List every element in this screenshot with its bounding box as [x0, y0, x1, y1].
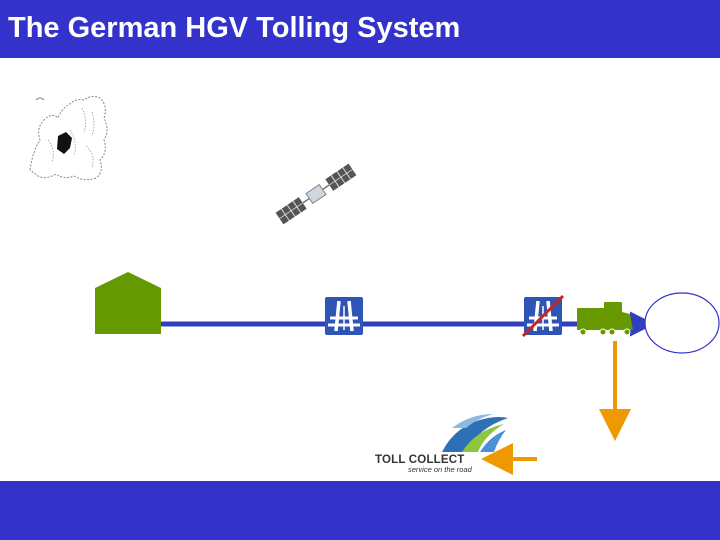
footer-bar [0, 481, 720, 540]
europe-map-icon [26, 90, 112, 182]
satellite-icon [275, 163, 357, 225]
logo-name: TOLL COLLECT [375, 454, 465, 466]
destination-ellipse [644, 292, 720, 354]
autobahn-sign-icon [325, 297, 363, 335]
toll-collect-logo: TOLL COLLECT service on the road [375, 414, 508, 474]
truck-icon [577, 302, 633, 336]
header-bar: The German HGV Tolling System [0, 0, 720, 58]
logo-tagline: service on the road [408, 465, 473, 474]
page-title: The German HGV Tolling System [8, 12, 461, 44]
depot-house-icon [95, 272, 161, 334]
autobahn-end-sign-icon [521, 294, 565, 338]
